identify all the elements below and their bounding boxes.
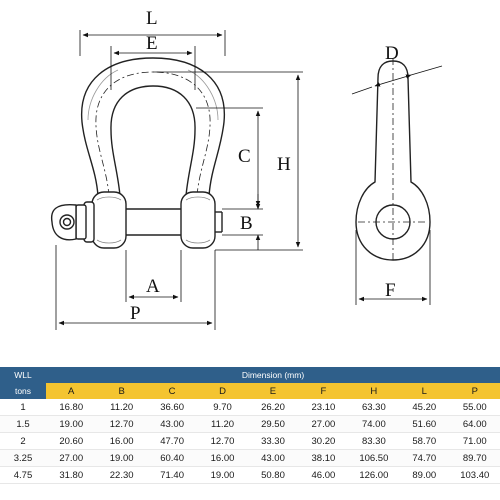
front-dimension-lines [55, 30, 303, 330]
dimension-cell: 74.70 [399, 449, 450, 467]
dimension-cell: 16.00 [96, 432, 147, 450]
column-header-f: F [298, 383, 349, 399]
dim-label-E: E [146, 33, 158, 54]
column-header-p: P [449, 383, 500, 399]
dimension-cell: 43.00 [247, 449, 299, 467]
dim-label-F: F [385, 280, 396, 301]
dimension-cell: 126.00 [348, 466, 400, 484]
dimension-cell: 19.00 [197, 466, 248, 484]
wll-cell: 2 [0, 432, 46, 450]
dimension-cell: 27.00 [298, 415, 349, 433]
dimension-cell: 12.70 [96, 415, 147, 433]
dimension-cell: 12.70 [197, 432, 248, 450]
dimension-cell: 20.60 [46, 432, 97, 450]
dimension-cell: 38.10 [298, 449, 349, 467]
shackle-front-view [50, 57, 226, 249]
dimension-cell: 11.20 [96, 399, 147, 416]
side-dimension-lines [351, 65, 443, 305]
dim-label-C: C [238, 146, 251, 167]
unit-header: tons [0, 383, 46, 399]
dim-label-L: L [146, 8, 158, 29]
dim-label-P: P [130, 303, 141, 324]
dimension-group-header: Dimension (mm) [46, 367, 500, 383]
dimension-cell: 89.00 [399, 466, 450, 484]
dimension-cell: 27.00 [46, 449, 97, 467]
dimension-cell: 106.50 [348, 449, 400, 467]
dimension-cell: 31.80 [46, 466, 97, 484]
dimension-cell: 30.20 [298, 432, 349, 450]
dimension-cell: 46.00 [298, 466, 349, 484]
dimension-cell: 23.10 [298, 399, 349, 416]
dimension-cell: 63.30 [348, 399, 400, 416]
dimension-cell: 83.30 [348, 432, 400, 450]
dim-label-H: H [277, 154, 291, 175]
dim-label-D: D [385, 43, 399, 64]
dimension-cell: 33.30 [247, 432, 299, 450]
shackle-side-view [355, 58, 431, 262]
dimension-cell: 16.80 [46, 399, 97, 416]
dimension-cell: 55.00 [449, 399, 500, 416]
dimension-cell: 47.70 [146, 432, 198, 450]
dimension-cell: 71.40 [146, 466, 198, 484]
dimension-cell: 29.50 [247, 415, 299, 433]
wll-header: WLL [0, 367, 46, 383]
dimension-cell: 71.00 [449, 432, 500, 450]
column-header-b: B [96, 383, 147, 399]
dimension-cell: 43.00 [146, 415, 198, 433]
dim-label-B: B [240, 213, 253, 234]
dimension-cell: 64.00 [449, 415, 500, 433]
dimension-cell: 51.60 [399, 415, 450, 433]
wll-cell: 3.25 [0, 449, 46, 467]
dimension-cell: 19.00 [46, 415, 97, 433]
dimension-cell: 50.80 [247, 466, 299, 484]
dimension-cell: 58.70 [399, 432, 450, 450]
wll-cell: 1 [0, 399, 46, 416]
column-header-d: D [197, 383, 248, 399]
dimension-cell: 11.20 [197, 415, 248, 433]
dimension-cell: 19.00 [96, 449, 147, 467]
dimension-cell: 26.20 [247, 399, 299, 416]
dimension-cell: 60.40 [146, 449, 198, 467]
column-header-c: C [146, 383, 198, 399]
dimension-cell: 9.70 [197, 399, 248, 416]
dimension-cell: 45.20 [399, 399, 450, 416]
dimension-cell: 22.30 [96, 466, 147, 484]
column-header-a: A [46, 383, 97, 399]
column-header-h: H [348, 383, 400, 399]
wll-cell: 4.75 [0, 466, 46, 484]
shackle-technical-drawing: L E C H B A P D F [50, 8, 443, 330]
dimension-cell: 36.60 [146, 399, 198, 416]
dimension-cell: 74.00 [348, 415, 400, 433]
dimension-cell: 103.40 [449, 466, 500, 484]
wll-cell: 1.5 [0, 415, 46, 433]
column-header-e: E [247, 383, 299, 399]
dimension-cell: 16.00 [197, 449, 248, 467]
dim-label-A: A [146, 276, 160, 297]
column-header-l: L [399, 383, 450, 399]
dimension-cell: 89.70 [449, 449, 500, 467]
